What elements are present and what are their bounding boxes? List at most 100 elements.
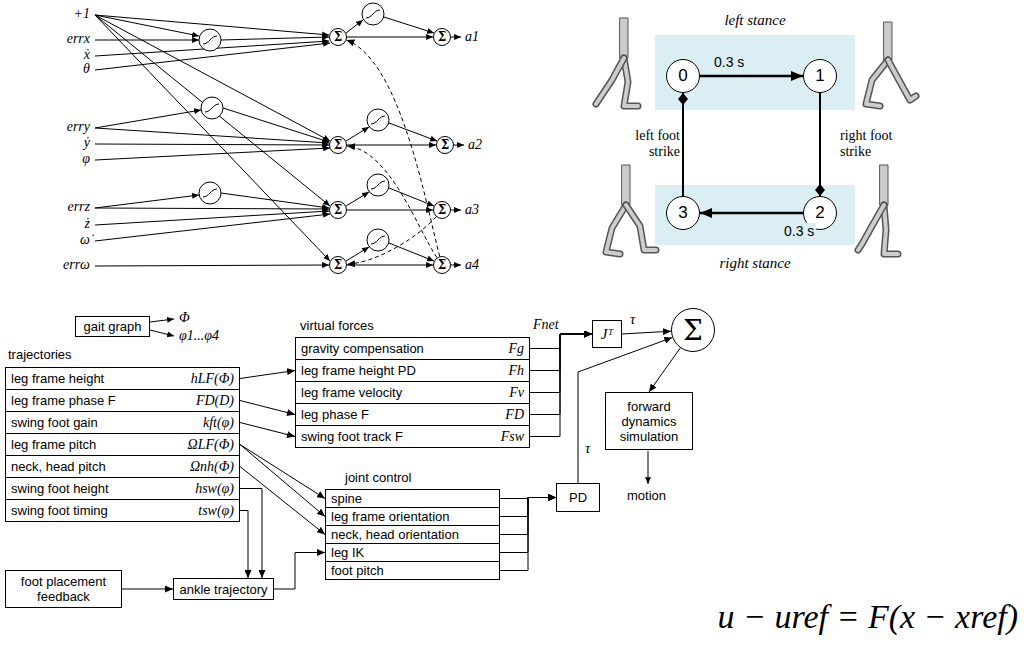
wire [95, 15, 199, 36]
edge-label: right foot strike [838, 128, 904, 160]
sigmoid-unit [367, 229, 389, 251]
sigmoid-curve [205, 104, 219, 112]
stance-band: left stance01 [655, 12, 855, 112]
leg-figure [888, 60, 916, 100]
node-text: 2 [815, 203, 824, 223]
node-text: Σ [334, 30, 342, 44]
output-label: a2 [468, 137, 482, 153]
wire [221, 193, 329, 208]
leg-figure [624, 58, 638, 106]
equation: u − uref = F(x − xref) [718, 598, 1018, 636]
output-label: motion [627, 488, 666, 503]
sigmoid-unit [362, 3, 384, 25]
leg-figure [858, 205, 884, 250]
stance-band-fill [655, 185, 855, 245]
table-row: neck, head orientation [325, 525, 500, 544]
sigmoid-curve [371, 181, 385, 189]
connector [530, 334, 592, 415]
symbol: hsw(φ) [195, 481, 234, 497]
wire [95, 15, 330, 206]
table-row: gravity compensationFg [295, 337, 530, 360]
table-row: swing foot gainkft(φ) [5, 411, 240, 434]
input-label: errω [63, 257, 90, 273]
node-text: swing foot timing [11, 503, 108, 518]
sigmoid-unit [199, 182, 221, 204]
edge-label: 0.3 s [782, 223, 816, 239]
connector [649, 348, 680, 392]
connector [346, 40, 439, 256]
symbol: FD(D) [196, 393, 234, 409]
block-box: Jᵀ [592, 320, 622, 348]
block-box: foot placement feedback [5, 570, 122, 608]
wire [346, 247, 369, 261]
sigmoid-curve [371, 236, 385, 244]
connector [347, 146, 437, 258]
leg-figure [596, 58, 624, 104]
input-label: +1 [74, 6, 90, 22]
stance-band: right stance32 [655, 185, 855, 280]
wire [384, 17, 434, 33]
signal-label: φ1...φ4 [179, 328, 219, 344]
sigmoid-curve [371, 116, 385, 124]
connector [240, 445, 325, 499]
wire [95, 195, 199, 208]
symbol: kft(φ) [203, 415, 234, 431]
input-label: ẏ [84, 135, 90, 151]
node-text: spine [331, 491, 362, 506]
node-text: swing foot track F [301, 429, 403, 444]
leg-figure [866, 60, 888, 106]
input-label: errx [67, 31, 90, 47]
leg-figure [888, 60, 916, 100]
leg-figure [606, 205, 626, 254]
connector [240, 489, 262, 579]
edge-label: τ [583, 440, 592, 457]
input-label: erry [67, 119, 90, 135]
connector [240, 445, 325, 517]
node-text: neck, head orientation [331, 527, 459, 542]
wire [95, 128, 329, 143]
leg-figure [866, 60, 888, 106]
table-row: foot pitch [325, 561, 500, 580]
edge-label: left foot strike [622, 128, 682, 160]
wire [221, 37, 329, 40]
table-row: swing foot timing tsw(φ) [5, 499, 240, 522]
sigmoid-curve [203, 189, 217, 197]
node-text: leg frame height [11, 371, 104, 386]
sum-node: Σ [329, 256, 347, 274]
wire [150, 330, 174, 336]
connector [240, 511, 248, 579]
leg-figure [624, 58, 638, 106]
input-label: ẋ [84, 47, 90, 63]
table-row: leg IK [325, 543, 500, 562]
wire [95, 110, 201, 128]
block-box: forward dynamics simulation [605, 392, 693, 450]
sigmoid-unit [367, 174, 389, 196]
connector [240, 423, 295, 437]
connector [274, 553, 325, 590]
wire [346, 20, 363, 33]
sum-node: Σ [433, 28, 451, 46]
node-text: Σ [441, 138, 449, 152]
symbol: Fsw [501, 429, 524, 445]
connector [530, 334, 592, 371]
leg-figure-torso [884, 22, 892, 60]
stance-band-fill [655, 35, 855, 110]
wire [346, 127, 369, 141]
node-text: 1 [815, 66, 824, 86]
wire [95, 15, 330, 261]
sigmoid-unit [367, 109, 389, 131]
sigmoid-curve [366, 10, 380, 18]
sigmoid-unit [201, 97, 223, 119]
node-text: swing foot height [11, 481, 109, 496]
node-text: leg frame orientation [331, 509, 450, 524]
output-label: a3 [465, 202, 479, 218]
sum-node: Σ [329, 201, 347, 219]
leg-figure [626, 205, 656, 250]
sum-node: Σ [433, 256, 451, 274]
node-text: gravity compensation [301, 341, 424, 356]
leg-figure [626, 205, 656, 250]
sum-node: Σ [671, 308, 715, 352]
symbol: tsw(φ) [198, 503, 234, 519]
